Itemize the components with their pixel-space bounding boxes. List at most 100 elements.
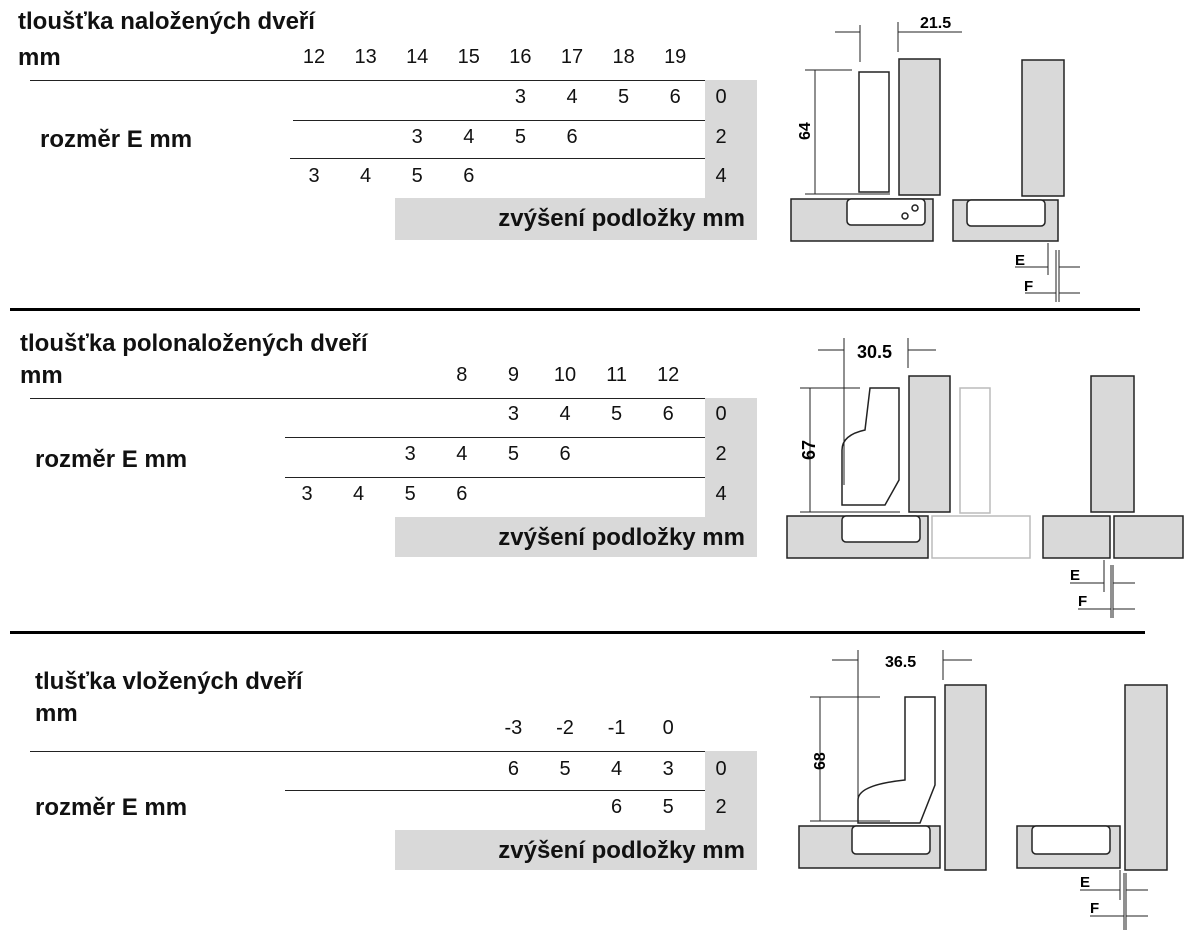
- half-overlay-hinge-diagram: 30.5 67 E F: [786, 338, 1184, 618]
- dimension-e-value: 4: [463, 126, 475, 148]
- shim-column: [705, 80, 757, 198]
- shim-height-value: 2: [715, 443, 727, 465]
- shim-height-value: 4: [715, 483, 727, 505]
- dimension-e-value: 4: [456, 443, 468, 465]
- shim-column: [705, 751, 757, 830]
- section-title: tloušťka polonaložených dveří: [20, 330, 368, 357]
- dimension-e-value: 3: [662, 758, 674, 780]
- width-dimension: 21.5: [920, 15, 951, 32]
- dimension-e-value: 5: [507, 443, 519, 465]
- dimension-e-value: 6: [463, 165, 475, 187]
- hinge-cup: [851, 825, 931, 855]
- dimension-e-value: 5: [611, 403, 623, 425]
- dimension-e-value: 6: [566, 126, 578, 148]
- dimension-e-value: 6: [456, 483, 468, 505]
- table-rule: [30, 751, 705, 752]
- door-panel: [944, 684, 987, 871]
- shim-height-value: 2: [715, 796, 727, 818]
- header-thickness-value: 0: [662, 717, 674, 739]
- door-panel: [1021, 59, 1065, 197]
- header-thickness-value: 18: [612, 46, 635, 68]
- section-divider: [10, 308, 1140, 311]
- dimension-e-value: 3: [308, 165, 320, 187]
- hinge-cup: [1031, 825, 1111, 855]
- table-rule: [290, 158, 705, 159]
- height-dimension: 68: [812, 752, 829, 770]
- header-thickness-value: 12: [302, 46, 326, 68]
- section-divider: [10, 631, 1145, 634]
- shim-height-label: zvýšení podložky mm: [395, 198, 757, 240]
- header-thickness-value: -1: [607, 717, 626, 739]
- dimension-e-value: 4: [360, 165, 372, 187]
- table-rule: [30, 398, 705, 399]
- width-dimension: 36.5: [885, 654, 916, 671]
- header-thickness-value: 16: [509, 46, 532, 68]
- header-thickness-value: 15: [457, 46, 480, 68]
- section-title: tloušťka naložených dveří: [18, 8, 315, 35]
- width-dimension: 30.5: [857, 342, 892, 362]
- shim-height-label: zvýšení podložky mm: [395, 517, 757, 557]
- inset-hinge-diagram: 36.5 68 E F: [798, 650, 1168, 930]
- table-rule: [30, 80, 705, 81]
- hinge-cup: [846, 198, 926, 226]
- height-dimension: 64: [797, 122, 814, 140]
- table-rule: [285, 477, 705, 478]
- header-thickness-value: 17: [560, 46, 584, 68]
- table-rule: [293, 120, 705, 121]
- door-panel: [898, 58, 941, 196]
- header-thickness-value: -3: [504, 717, 523, 739]
- door-panel: [908, 375, 951, 513]
- dimension-e-value: 5: [514, 126, 526, 148]
- door-panel: [1090, 375, 1135, 513]
- dimension-e-value: 6: [669, 86, 681, 108]
- cabinet-side: [1113, 515, 1184, 559]
- shim-column: [705, 398, 757, 517]
- header-thickness-value: 14: [406, 46, 429, 68]
- dimension-e-value: 6: [611, 796, 623, 818]
- shim-height-value: 0: [715, 758, 727, 780]
- dimension-e-value: 6: [507, 758, 519, 780]
- shim-height-value: 0: [715, 403, 727, 425]
- dimension-e-value: 4: [566, 86, 578, 108]
- shim-height-label: zvýšení podložky mm: [395, 830, 757, 870]
- dimension-e-label: rozměr E mm: [35, 794, 188, 821]
- shim-height-value: 2: [715, 126, 727, 148]
- hinge-arm: [858, 71, 890, 193]
- dimension-e-value: 4: [611, 758, 623, 780]
- dimension-e-value: 3: [411, 126, 423, 148]
- door-panel: [1124, 684, 1168, 871]
- cabinet-side: [1042, 515, 1111, 559]
- header-thickness-value: 13: [354, 46, 377, 68]
- dimension-e-value: 3: [507, 403, 519, 425]
- f-label: F: [1024, 278, 1033, 295]
- dimension-e-value: 5: [404, 483, 416, 505]
- shim-height-value: 4: [715, 165, 727, 187]
- dimension-e-value: 3: [301, 483, 313, 505]
- dimension-e-value: 3: [514, 86, 526, 108]
- dimension-e-label: rozměr E mm: [40, 126, 193, 153]
- header-thickness-value: 19: [664, 46, 687, 68]
- unit-label: mm: [18, 44, 61, 71]
- height-dimension: 67: [799, 440, 819, 460]
- e-label: E: [1080, 874, 1090, 891]
- header-thickness-value: -2: [556, 717, 574, 739]
- table-rule: [285, 790, 705, 791]
- dimension-e-value: 5: [618, 86, 630, 108]
- dimension-e-value: 4: [559, 403, 571, 425]
- dimension-e-value: 4: [353, 483, 365, 505]
- header-thickness-value: 8: [456, 364, 468, 386]
- f-label: F: [1090, 900, 1099, 917]
- dimension-e-label: rozměr E mm: [35, 446, 188, 473]
- hinge-arm: [841, 387, 900, 506]
- header-thickness-value: 12: [657, 364, 680, 386]
- dimension-e-value: 6: [559, 443, 571, 465]
- dimension-e-value: 5: [411, 165, 423, 187]
- table-rule: [285, 437, 705, 438]
- unit-label: mm: [35, 700, 78, 727]
- f-label: F: [1078, 593, 1087, 610]
- hinge-cup: [966, 199, 1046, 227]
- e-label: E: [1070, 567, 1080, 584]
- header-thickness-value: 10: [553, 364, 577, 386]
- shim-height-value: 0: [715, 86, 727, 108]
- hinge-cup: [841, 515, 921, 543]
